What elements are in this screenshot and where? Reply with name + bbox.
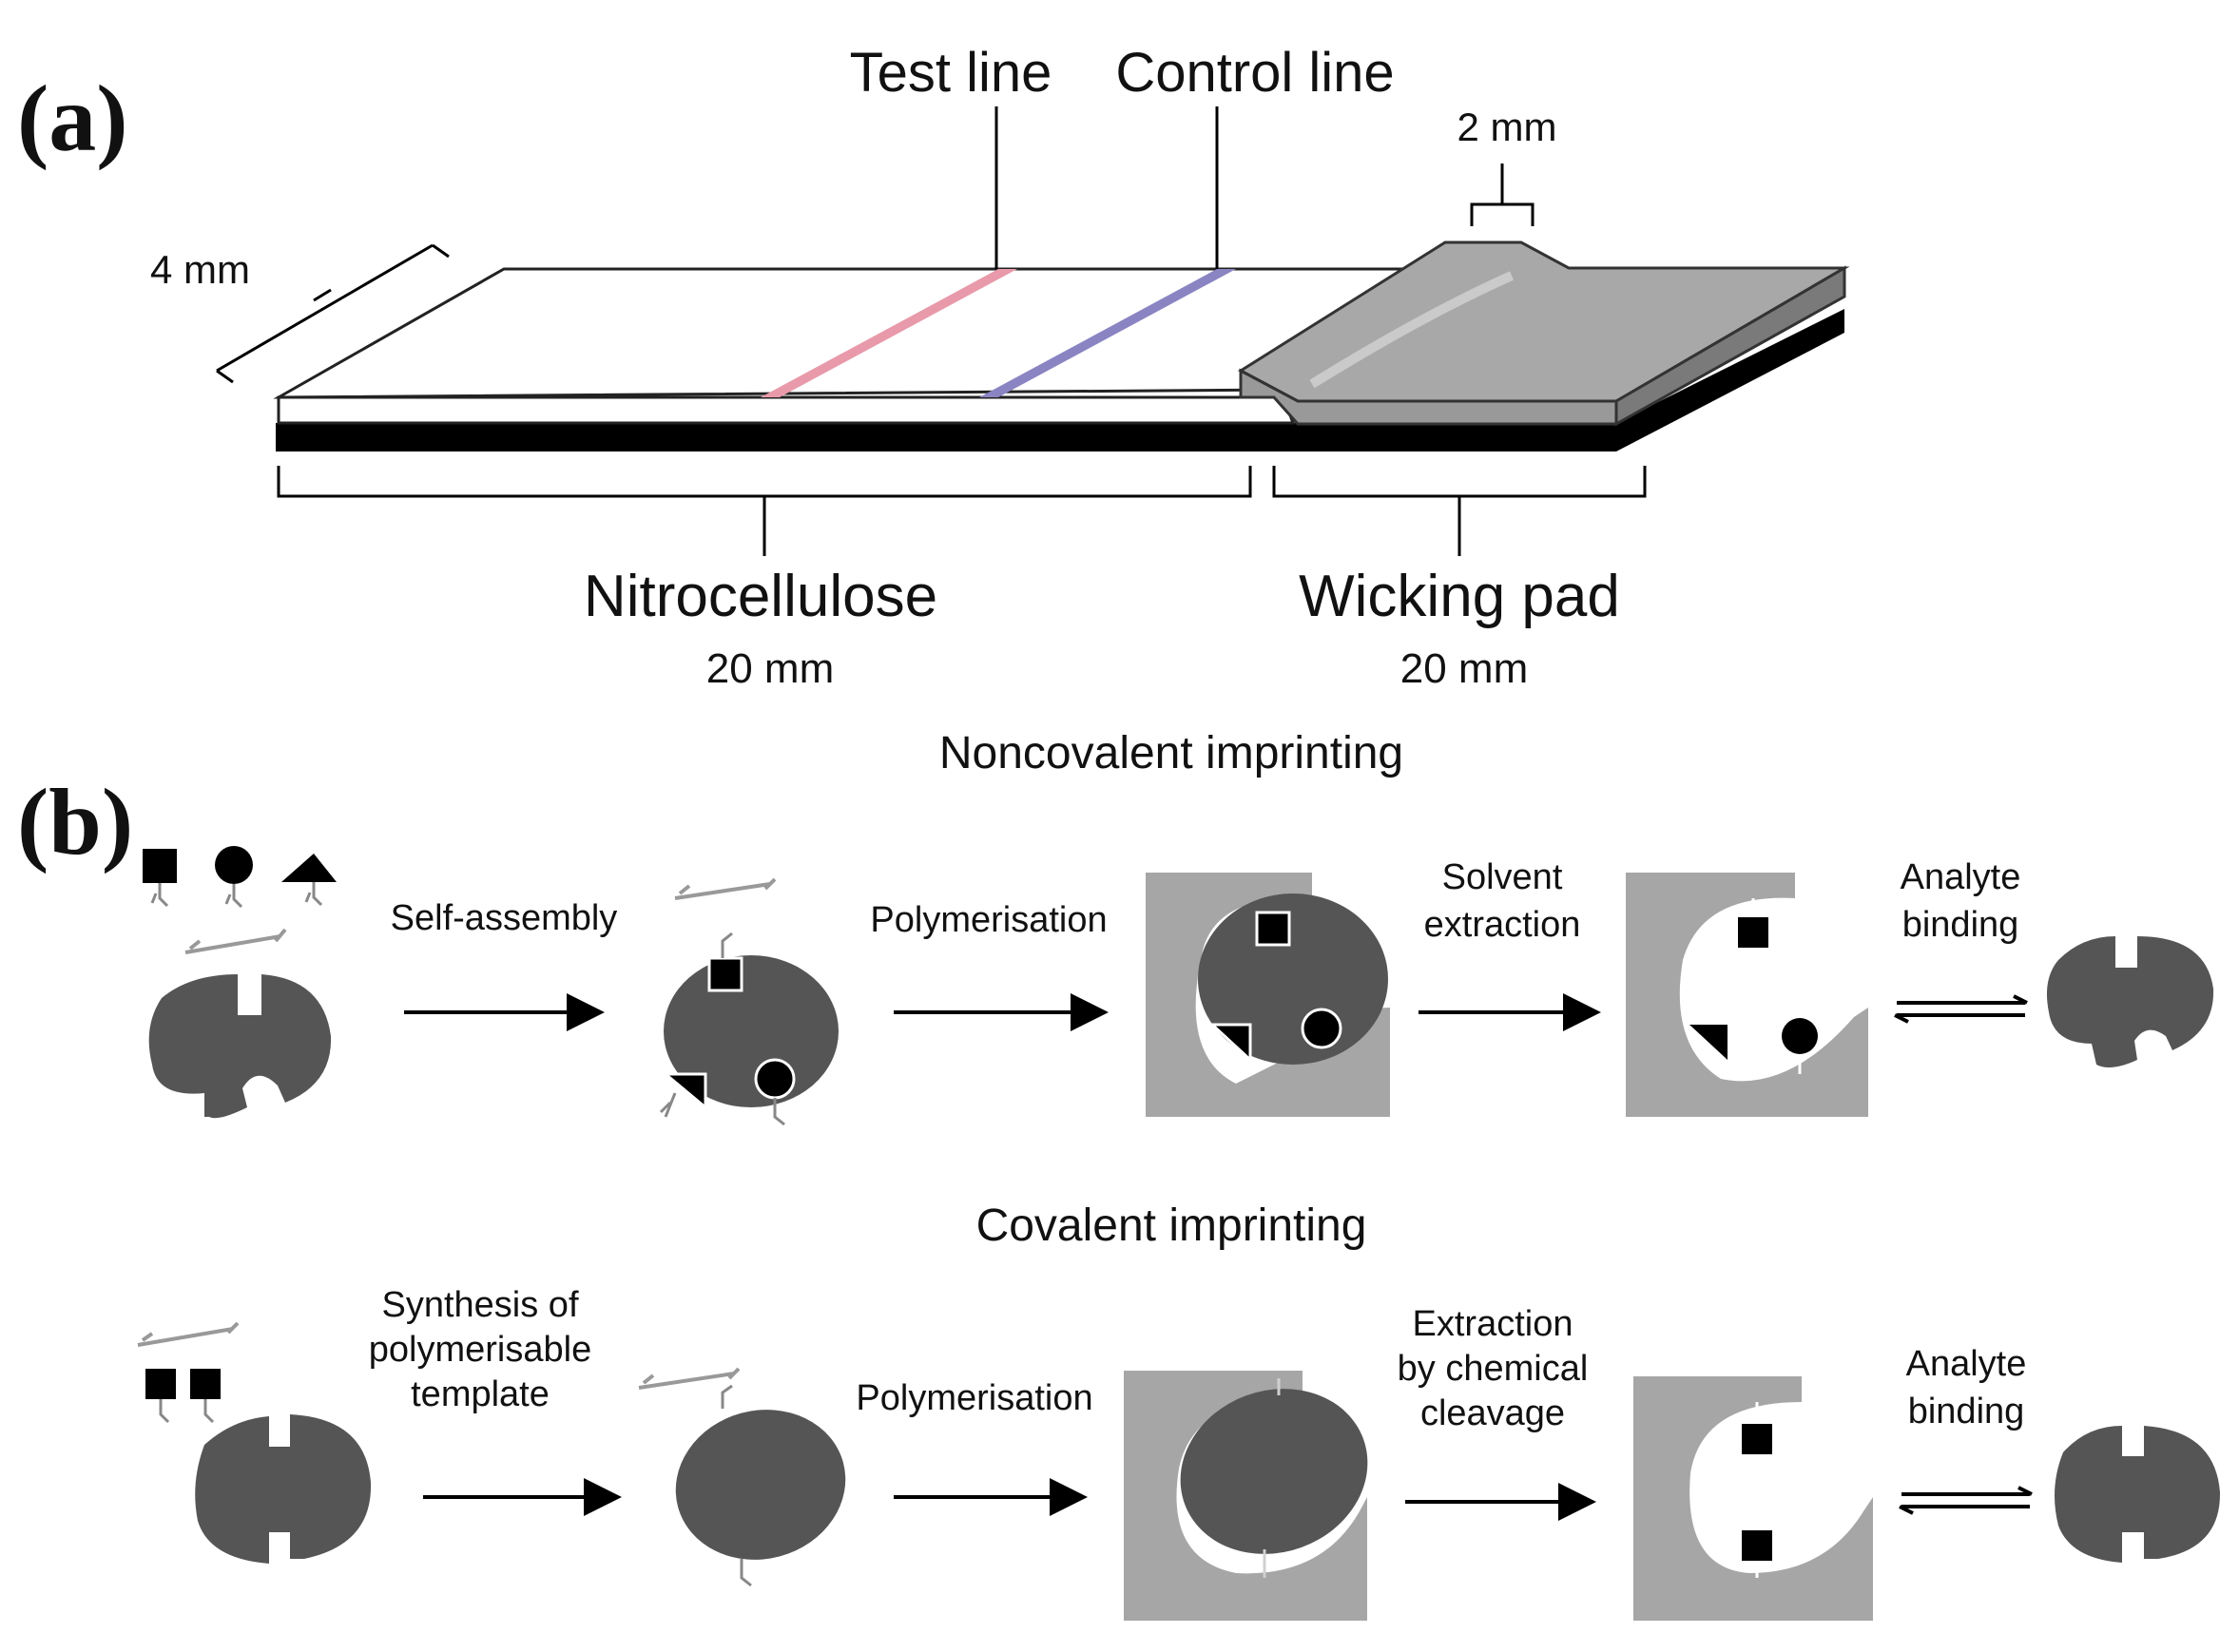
analyte-label-1: Analyte [1901,857,2021,897]
covalent-template [195,1414,372,1564]
crosslinker-3 [137,1321,240,1347]
solvent-label: Solvent [1442,857,1563,897]
test-line-band [761,269,1017,397]
wick-length: 20 mm [1400,645,1528,692]
bound-square-linker [721,932,733,958]
monomer-triangle [281,854,337,882]
self-assembly-label: Self-assembly [391,898,618,938]
binding-label-2: binding [1908,1392,2025,1431]
site-square-2b [1742,1530,1772,1561]
extraction-cleavage-label-2: by chemical [1398,1349,1589,1389]
covalent-title: Covalent imprinting [976,1201,1367,1251]
monomer-triangle-linker [304,882,323,907]
nitro-label: Nitrocellulose [584,564,937,629]
polymer-block-2 [1124,1371,1367,1621]
panel-b-label: (b) [17,769,133,874]
synthesis-label-1: Synthesis of [382,1285,579,1325]
polymer-cavity-2 [1633,1376,1873,1621]
synthesis-label-2: polymerisable [369,1330,591,1370]
control-line-label: Control line [1115,42,1394,104]
crosslinker-2 [674,877,777,900]
panel-a-label: (a) [17,66,128,171]
polymer-cavity-1 [1626,873,1868,1117]
control-line-band [979,269,1236,397]
extraction-cleavage-label-3: cleavage [1420,1393,1565,1433]
bound-square [707,956,743,992]
covalent-monomer-1 [145,1369,176,1399]
nitro-length: 20 mm [706,645,834,692]
site-square-2a [1742,1424,1772,1454]
analyte-label-2: Analyte [1906,1344,2027,1384]
crosslinker [184,928,287,954]
width-label: 4 mm [150,247,250,292]
covalent-monomer-2 [190,1369,221,1399]
step-bracket [1470,163,1534,226]
wicking-pad-highlight [1309,271,1515,389]
monomer-square-linker [150,883,169,908]
nitro-length-bracket [277,466,1252,556]
bound-circle-linker [773,1098,785,1126]
panel-a: (a) 4 mm Test line Control line 2 mm Nit… [17,42,1850,692]
wicking-pad-front [1239,368,1618,426]
extraction-label: extraction [1424,905,1581,945]
equilibrium-arrows-1 [1897,1001,2025,1017]
cavity-square-1 [1255,911,1291,947]
analyte-1 [2046,936,2214,1068]
step-label: 2 mm [1457,105,1557,149]
test-line-label: Test line [850,42,1052,104]
polymerisable-template-linkers [721,1384,752,1587]
polymerisation-label-2: Polymerisation [856,1378,1092,1418]
bound-triangle [661,1072,707,1111]
equilibrium-heads-2 [1899,1486,2033,1515]
analyte-2 [2055,1426,2221,1563]
monomer-square [143,849,177,883]
site-square-1 [1738,917,1768,948]
width-bracket [216,243,450,384]
noncovalent-title: Noncovalent imprinting [939,728,1403,778]
nitrocellulose-front [277,395,1296,425]
monomer-circle [215,846,253,884]
bound-circle [754,1058,796,1100]
equilibrium-arrows-2 [1901,1492,2030,1508]
polymerisation-label-1: Polymerisation [870,900,1107,940]
covalent-bonds [1263,1378,1281,1578]
template-molecule [148,974,332,1119]
cavity-circle-1 [1301,1008,1342,1049]
wick-label: Wicking pad [1299,564,1620,629]
site-circle-1 [1782,1018,1818,1054]
wicking-pad-side [1614,265,1846,427]
wick-length-bracket [1272,466,1647,556]
template-in-polymer-2 [1180,1389,1368,1554]
bound-triangle-linker [659,1092,677,1118]
covalent-monomer-linkers [159,1399,215,1424]
polymerisable-template [675,1410,846,1560]
template-complex [664,955,839,1107]
cavity-triangle-1 [1208,1023,1252,1064]
equilibrium-heads-1 [1894,994,2028,1024]
monomer-circle-linker [224,884,243,909]
panel-b: (b) Noncovalent imprinting Self-assembly… [17,728,2221,1621]
binding-label-1: binding [1902,905,2019,945]
site-triangle-1 [1689,1025,1728,1060]
crosslinker-4 [638,1367,741,1390]
extraction-cleavage-label-1: Extraction [1413,1304,1573,1344]
synthesis-label-3: template [411,1374,550,1414]
